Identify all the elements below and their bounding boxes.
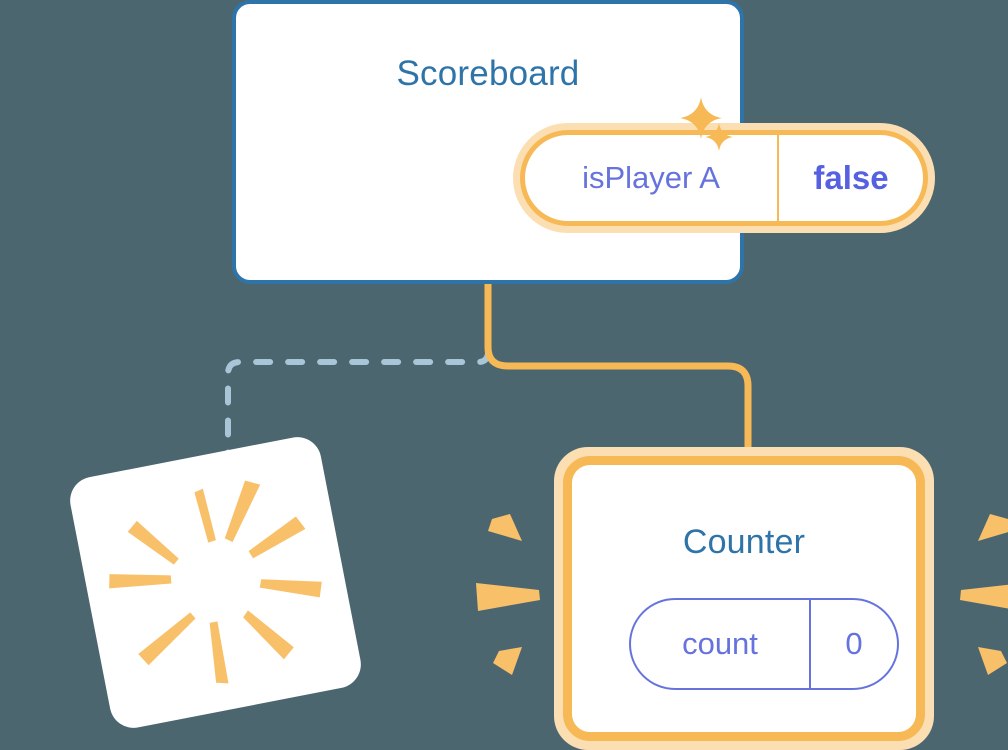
prop-value-false: false: [813, 159, 889, 196]
scoreboard-title: Scoreboard: [396, 54, 580, 93]
counter-card[interactable]: Counter count 0: [554, 447, 934, 750]
pill-divider: [777, 135, 779, 221]
prop-key-isplayer-a: isPlayer A: [582, 160, 720, 195]
connector-solid-counter: [484, 282, 752, 470]
counter-prop-pill[interactable]: count 0: [629, 598, 899, 690]
counter-burst-left-icon: [470, 500, 550, 695]
scoreboard-card[interactable]: Scoreboard isPlayer A false: [232, 0, 935, 284]
pill-body[interactable]: isPlayer A false: [520, 130, 928, 226]
counter-card-body[interactable]: Counter count 0: [563, 456, 925, 741]
ghost-card[interactable]: [66, 433, 365, 732]
counter-title: Counter: [682, 523, 806, 561]
pill-divider: [809, 600, 811, 688]
counter-burst-right-icon: [950, 500, 1008, 695]
sparkle-large-icon: [678, 95, 724, 141]
ghost-card-burst-icon: [109, 480, 322, 684]
scoreboard-prop-pill[interactable]: isPlayer A false: [513, 123, 935, 233]
sparkle-small-icon: [703, 121, 735, 153]
prop-key-count: count: [682, 626, 758, 661]
prop-value-count: 0: [845, 626, 863, 661]
